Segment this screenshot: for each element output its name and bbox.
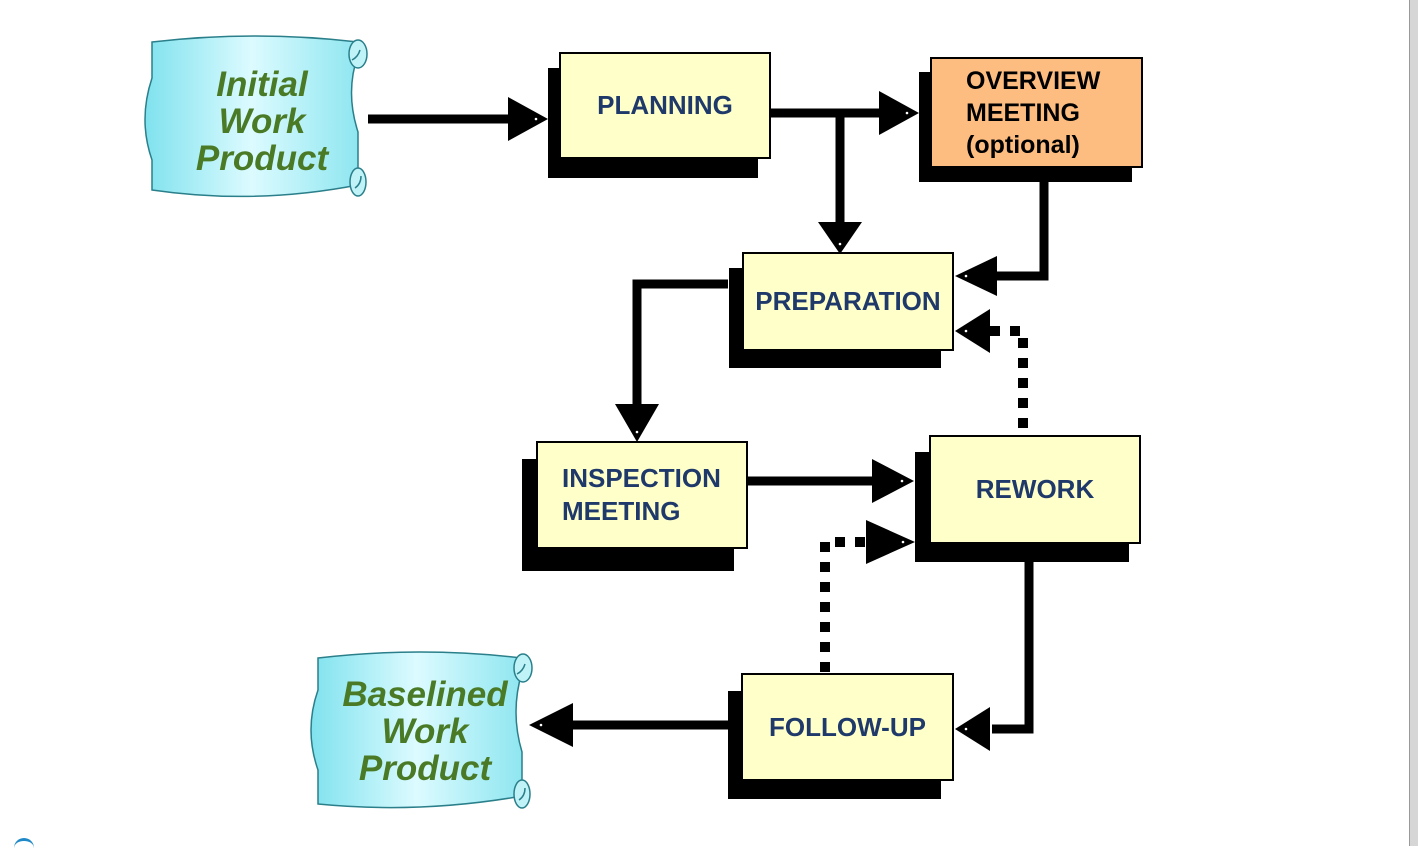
planning-box: PLANNING <box>559 52 771 159</box>
preparation-box: PREPARATION <box>742 252 954 351</box>
planning-label: PLANNING <box>597 90 733 120</box>
preparation-label: PREPARATION <box>755 286 941 316</box>
rework-box: REWORK <box>929 435 1141 544</box>
overview-meeting-box: OVERVIEW MEETING (optional) <box>930 57 1143 168</box>
inspection-meeting-label: INSPECTION MEETING <box>562 463 721 526</box>
baselined-document-icon <box>310 651 533 809</box>
scrollbar-track[interactable] <box>1410 0 1418 846</box>
follow-up-box: FOLLOW-UP <box>741 673 954 781</box>
initial-document-icon <box>144 35 368 198</box>
baselined-work-product-label: Baselined Work Product <box>342 675 508 788</box>
corner-arc-icon <box>14 838 34 851</box>
window-edge <box>1409 0 1410 846</box>
follow-up-label: FOLLOW-UP <box>769 711 926 742</box>
rework-label: REWORK <box>975 474 1095 504</box>
initial-work-product-label: Initial Work Product <box>195 65 329 178</box>
inspection-meeting-box: INSPECTION MEETING <box>536 441 748 549</box>
overview-meeting-label: OVERVIEW MEETING (optional) <box>966 66 1101 159</box>
